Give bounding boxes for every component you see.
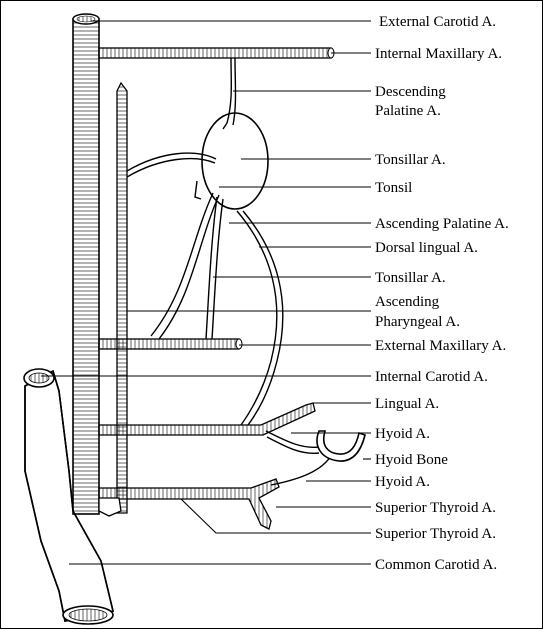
label-ascending-palatine: Ascending Palatine A. bbox=[375, 216, 509, 232]
label-descending-palatine-2: Palatine A. bbox=[375, 103, 441, 119]
external-carotid-artery bbox=[73, 14, 99, 514]
lingual-artery bbox=[99, 403, 315, 435]
label-hyoid-a-1: Hyoid A. bbox=[375, 426, 430, 442]
external-maxillary-artery bbox=[99, 339, 242, 349]
label-lingual: Lingual A. bbox=[375, 396, 439, 412]
label-external-maxillary: External Maxillary A. bbox=[375, 338, 506, 354]
label-ascending-pharyngeal-2: Pharyngeal A. bbox=[375, 314, 460, 330]
label-external-carotid: External Carotid A. bbox=[379, 14, 496, 30]
label-hyoid-bone: Hyoid Bone bbox=[375, 452, 448, 468]
ascending-pharyngeal-vessel bbox=[117, 83, 127, 513]
label-tonsillar-1: Tonsillar A. bbox=[375, 152, 446, 168]
label-ascending-pharyngeal-1: Ascending bbox=[375, 294, 440, 310]
label-superior-thyroid-2: Superior Thyroid A. bbox=[375, 526, 496, 542]
label-internal-carotid: Internal Carotid A. bbox=[375, 369, 488, 385]
hyoid-bone bbox=[317, 431, 365, 461]
label-tonsillar-2: Tonsillar A. bbox=[375, 270, 446, 286]
label-internal-maxillary: Internal Maxillary A. bbox=[375, 46, 502, 62]
label-superior-thyroid-1: Superior Thyroid A. bbox=[375, 500, 496, 516]
labels: External Carotid A. Internal Maxillary A… bbox=[375, 14, 509, 573]
label-hyoid-a-2: Hyoid A. bbox=[375, 474, 430, 490]
label-dorsal-lingual: Dorsal lingual A. bbox=[375, 240, 478, 256]
label-tonsil: Tonsil bbox=[375, 180, 412, 196]
label-common-carotid: Common Carotid A. bbox=[375, 557, 497, 573]
internal-maxillary-artery bbox=[99, 48, 334, 58]
label-descending-palatine-1: Descending bbox=[375, 84, 446, 100]
